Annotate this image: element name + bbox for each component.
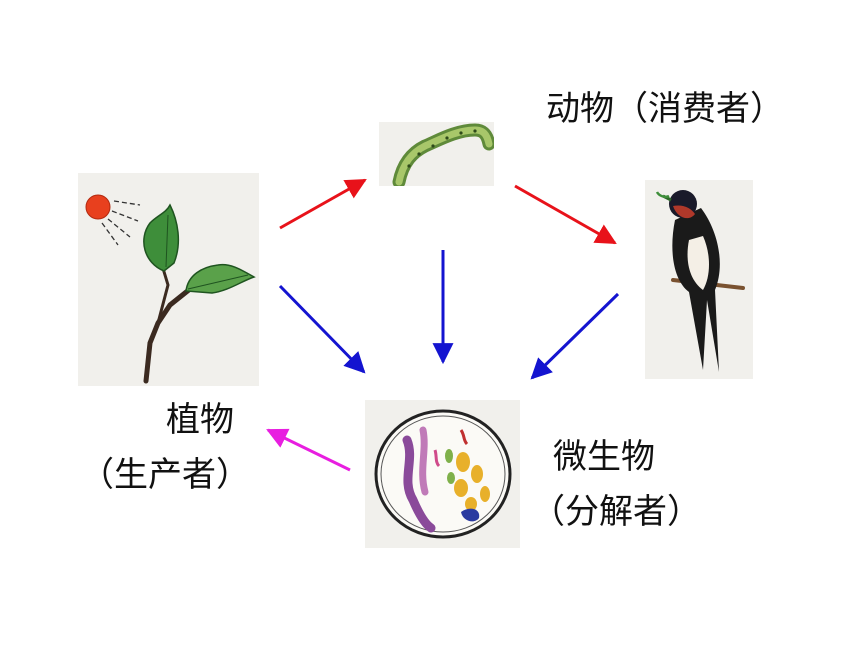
caterpillar-panel [379,122,494,186]
arrow-plant-to-microbe [278,284,366,374]
animal-consumer-label: 动物（消费者） [546,89,784,129]
microbe-dish-icon [374,409,512,539]
swallow-icon [655,190,745,372]
swallow-panel [645,180,753,379]
arrow-microbe-to-plant [266,428,351,472]
plant-name-label: 植物 [166,400,234,440]
plant-icon [85,194,256,384]
caterpillar-icon [392,123,494,186]
arrow-swallow-to-microbe [530,292,620,380]
microbe-name-label: 微生物 [553,437,655,477]
microbe-panel [365,400,520,548]
plant-producer-label: （生产者） [80,455,250,495]
sun-icon [85,194,111,220]
arrow-plant-to-caterpillar [279,178,367,230]
microbe-decomposer-label: （分解者） [531,492,701,532]
arrow-caterpillar-to-swallow [514,184,617,245]
plant-panel [78,173,259,386]
